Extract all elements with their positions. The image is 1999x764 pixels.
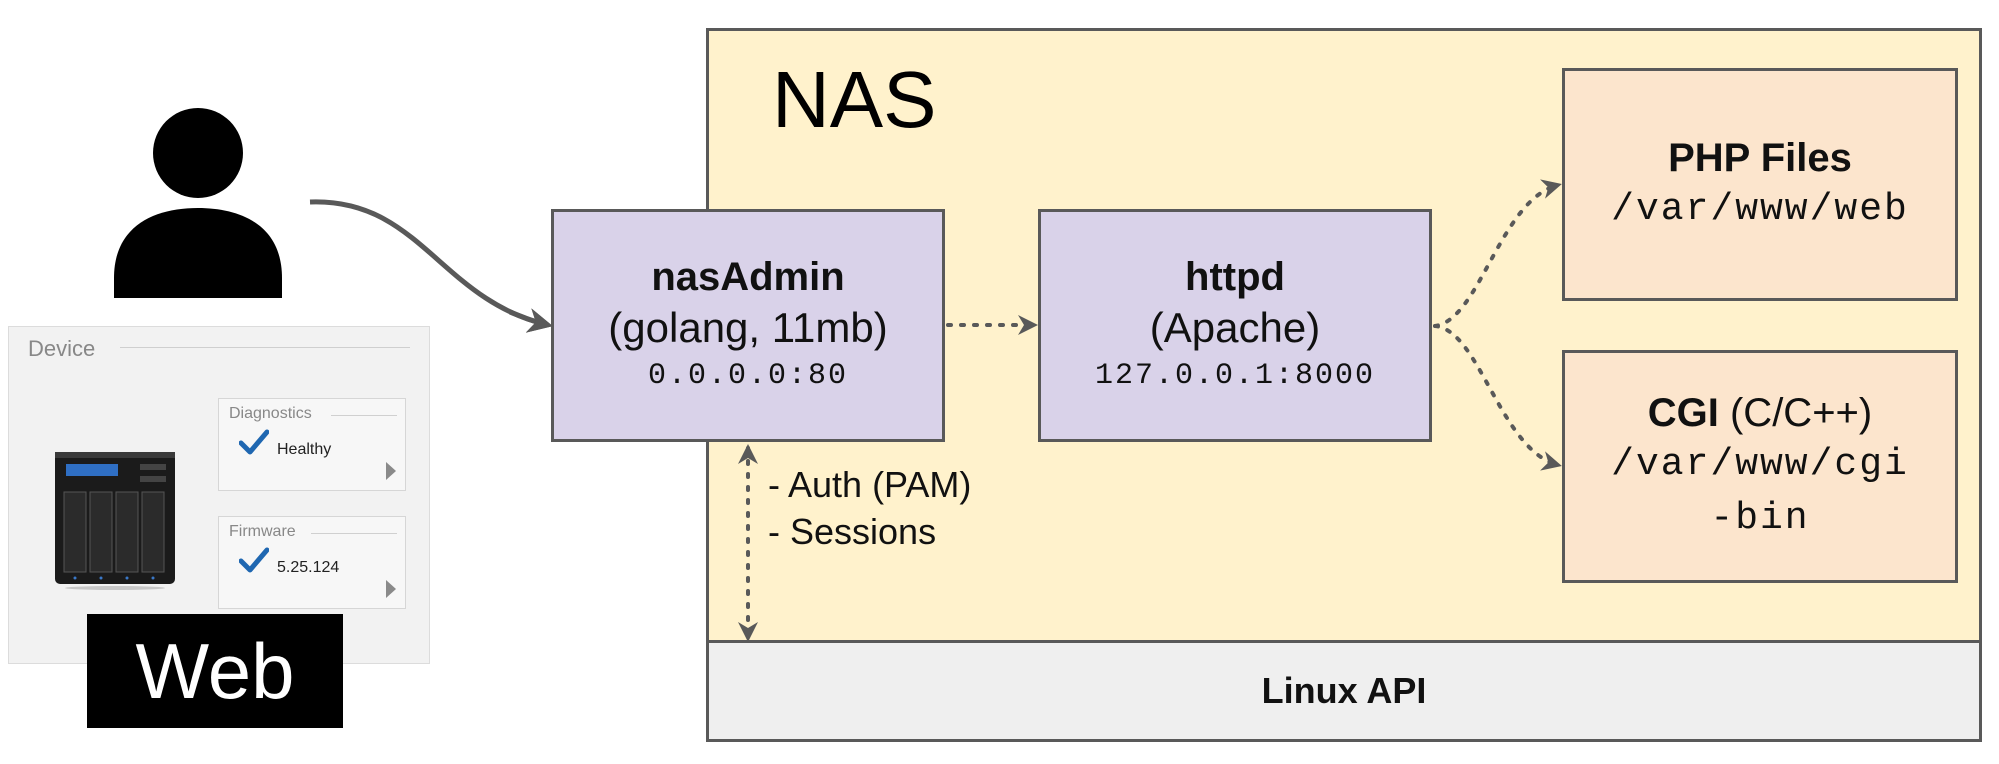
firmware-divider xyxy=(311,533,397,534)
nasadmin-address: 0.0.0.0:80 xyxy=(647,359,849,394)
cgi-title-line: CGI (C/C++) xyxy=(1648,388,1872,438)
cgi-title-suffix: (C/C++) xyxy=(1718,391,1873,436)
diagnostics-value: Healthy xyxy=(277,441,332,458)
user-to-nasadmin-arrow xyxy=(309,199,553,333)
httpd-to-cgi-arrow xyxy=(1433,324,1562,471)
diagnostics-divider xyxy=(331,415,397,416)
user-icon xyxy=(114,108,282,298)
httpd-title: httpd xyxy=(1185,254,1285,299)
checkmark-icon xyxy=(239,429,269,455)
nasadmin-title: nasAdmin xyxy=(651,254,845,299)
php-title: PHP Files xyxy=(1668,135,1852,180)
nas-title: NAS xyxy=(772,55,937,144)
httpd-address: 127.0.0.1:8000 xyxy=(1094,359,1376,394)
firmware-card[interactable]: Firmware 5.25.124 xyxy=(218,516,406,609)
cgi-path-line2: -bin xyxy=(1710,496,1810,540)
firmware-title: Firmware xyxy=(229,523,296,540)
sessions-note: - Sessions xyxy=(768,510,937,552)
nasadmin-subtitle: (golang, 11mb) xyxy=(608,303,888,351)
firmware-value: 5.25.124 xyxy=(277,559,340,576)
device-label: Device xyxy=(28,336,96,361)
httpd-subtitle: (Apache) xyxy=(1149,303,1321,351)
user-to-nasadmin-arrow-head xyxy=(509,308,553,333)
php-files-box: PHP Files /var/www/web xyxy=(1562,68,1958,301)
cgi-box: CGI (C/C++) /var/www/cgi -bin xyxy=(1562,350,1958,583)
chevron-right-icon[interactable] xyxy=(385,461,397,481)
httpd-to-php-arrow xyxy=(1433,179,1562,328)
diagnostics-card[interactable]: Diagnostics Healthy xyxy=(218,398,406,491)
device-divider xyxy=(120,347,410,348)
chevron-right-icon[interactable] xyxy=(385,579,397,599)
cgi-title: CGI xyxy=(1647,391,1719,436)
diagnostics-title: Diagnostics xyxy=(229,405,312,422)
nas-device-icon xyxy=(55,452,175,590)
httpd-box: httpd (Apache) 127.0.0.1:8000 xyxy=(1038,209,1432,442)
web-badge: Web xyxy=(87,614,343,728)
linux-api-box: Linux API xyxy=(706,640,1982,742)
cgi-path-line1: /var/www/cgi xyxy=(1611,443,1909,487)
php-path: /var/www/web xyxy=(1611,187,1909,231)
checkmark-icon xyxy=(239,547,269,573)
auth-notes: - Auth (PAM) - Sessions xyxy=(768,462,971,556)
auth-note: - Auth (PAM) xyxy=(768,464,972,505)
nasadmin-box: nasAdmin (golang, 11mb) 0.0.0.0:80 xyxy=(551,209,945,442)
